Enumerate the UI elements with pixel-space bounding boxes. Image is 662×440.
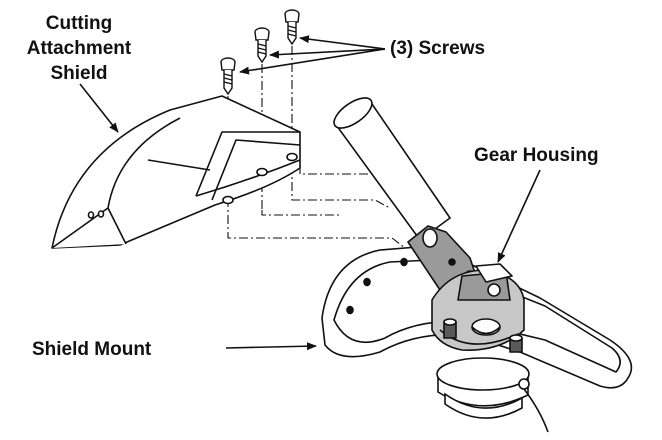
leader-arrows <box>79 35 541 351</box>
arrow-to-screw-3 <box>239 48 386 75</box>
label-gear-housing: Gear Housing <box>474 145 599 166</box>
screw-3 <box>220 57 236 96</box>
screws-group <box>220 9 300 96</box>
shield-label-line1: Cutting <box>46 13 112 34</box>
shield-label-line3: Shield <box>50 63 107 84</box>
arrow-to-gear-housing <box>497 169 541 263</box>
cutting-attachment-shield <box>51 95 301 249</box>
mount-bolt-left <box>443 318 457 339</box>
arrow-to-screw-2 <box>269 48 386 59</box>
arrow-to-shield <box>79 83 119 133</box>
mount-bolt-right <box>509 334 523 353</box>
trimmer-head-hub <box>436 357 549 433</box>
arrow-to-screw-1 <box>299 35 386 50</box>
gear-housing <box>431 263 525 353</box>
arrow-to-shield-mount <box>225 342 317 351</box>
screw-1 <box>284 9 300 46</box>
label-cutting-attachment-shield: Cutting Attachment Shield <box>27 13 132 84</box>
label-screws: (3) Screws <box>390 38 485 59</box>
drive-shaft-tube <box>332 97 452 242</box>
screw-2 <box>254 27 270 64</box>
shield-label-line2: Attachment <box>27 38 132 59</box>
label-shield-mount: Shield Mount <box>32 339 152 360</box>
